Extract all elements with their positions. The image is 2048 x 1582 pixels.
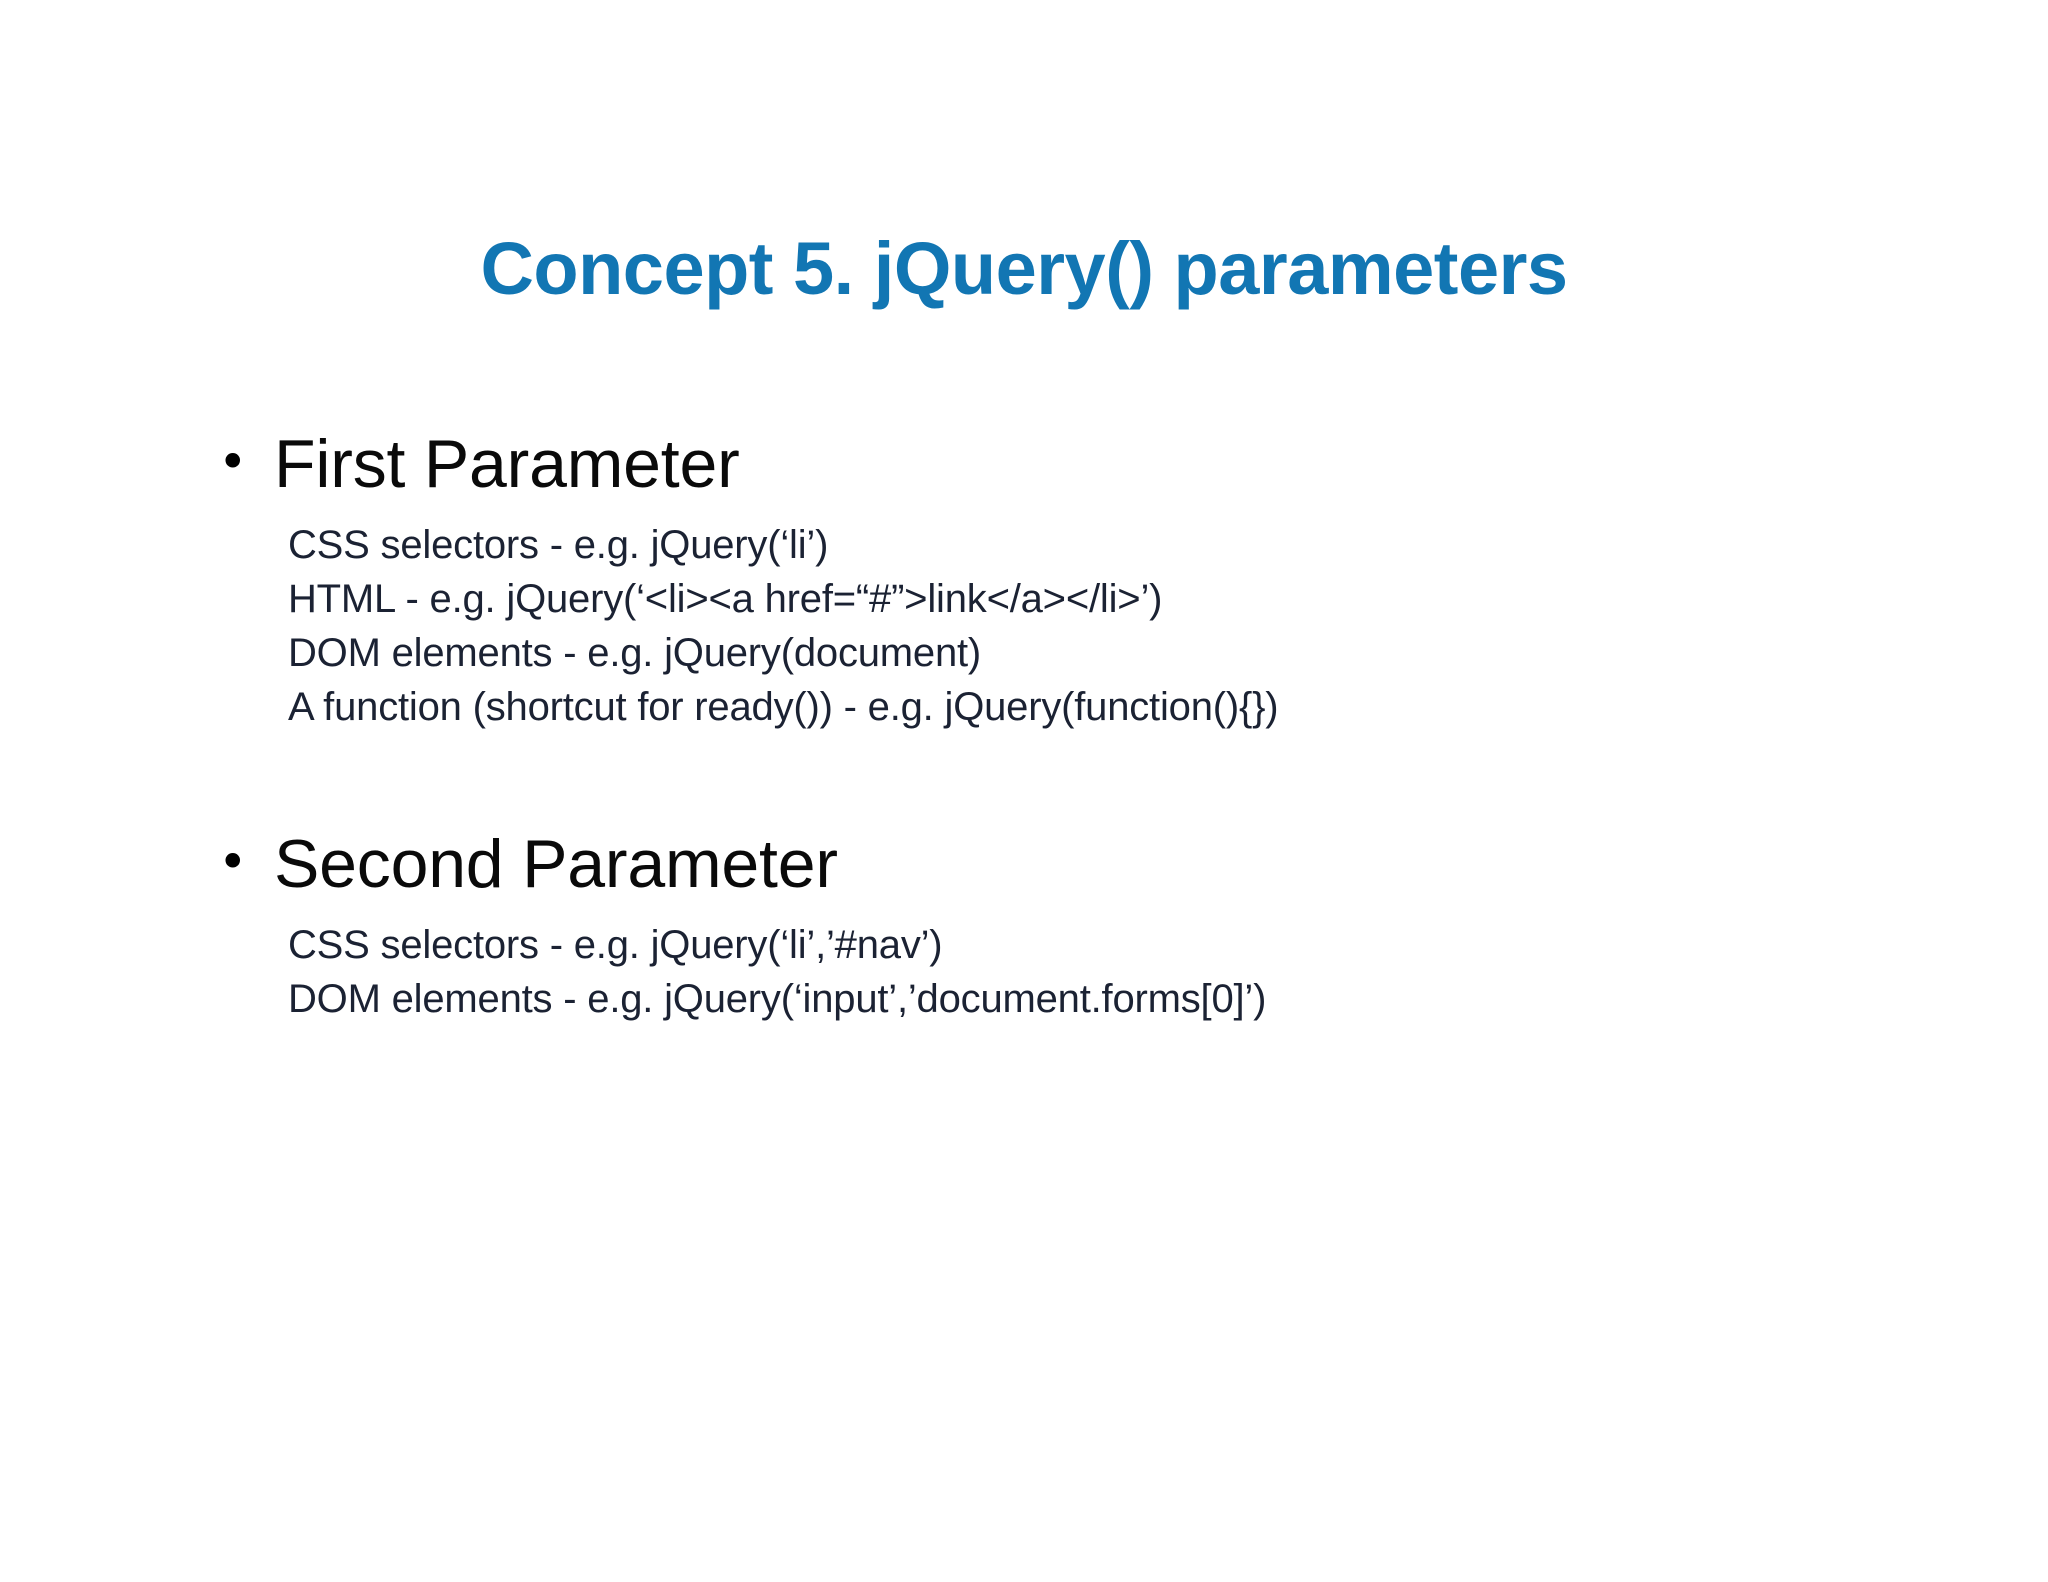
sub-line: CSS selectors - e.g. jQuery(‘li’,’#nav’) [288, 923, 943, 967]
slide-body: • First Parameter CSS selectors - e.g. j… [0, 430, 2048, 1026]
sub-line: DOM elements - e.g. jQuery(‘input’,’docu… [288, 977, 1267, 1021]
bullet-point-icon: • [218, 833, 248, 891]
bullet-heading-row: • First Parameter [0, 430, 2048, 498]
bullet-section-second-parameter: • Second Parameter CSS selectors - e.g. … [0, 830, 2048, 1026]
bullet-section-first-parameter: • First Parameter CSS selectors - e.g. j… [0, 430, 2048, 734]
bullet-heading-label: Second Parameter [274, 826, 838, 902]
bullet-point-icon: • [218, 433, 248, 491]
sub-line: DOM elements - e.g. jQuery(document) [288, 631, 982, 675]
sub-line: CSS selectors - e.g. jQuery(‘li’) [288, 523, 829, 567]
page-title: Concept 5. jQuery() parameters [480, 227, 1568, 310]
bullet-sublines: CSS selectors - e.g. jQuery(‘li’) HTML -… [0, 518, 2048, 734]
bullet-heading-row: • Second Parameter [0, 830, 2048, 898]
bullet-sublines: CSS selectors - e.g. jQuery(‘li’,’#nav’)… [0, 918, 2048, 1026]
sub-line: A function (shortcut for ready()) - e.g.… [288, 685, 1279, 729]
bullet-heading-label: First Parameter [274, 426, 740, 502]
sub-line: HTML - e.g. jQuery(‘<li><a href=“#”>link… [288, 577, 1163, 621]
